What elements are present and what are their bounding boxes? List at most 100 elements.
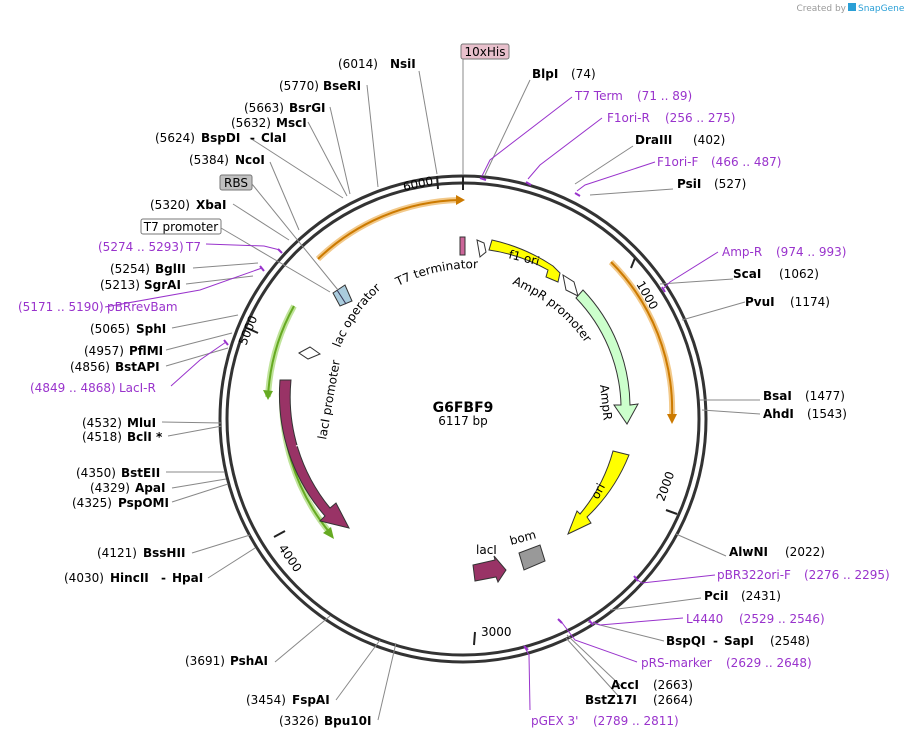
feature-label-10xhis: 10xHis bbox=[465, 45, 506, 59]
primer-range-pbrrevbam: (5171 .. 5190) bbox=[18, 300, 104, 314]
primer-range-pgex3: (2789 .. 2811) bbox=[593, 714, 679, 728]
enzyme-name-scai[interactable]: ScaI bbox=[733, 267, 761, 281]
feature-label-ampr-promoter: AmpR promoter bbox=[511, 274, 595, 345]
enzyme-pos-ahdi: (1543) bbox=[807, 407, 847, 421]
enzyme-name-bsai[interactable]: BsaI bbox=[763, 389, 792, 403]
enzyme-name-bspqi[interactable]: BspQI bbox=[666, 634, 706, 648]
enzyme-name-sapi[interactable]: SapI bbox=[724, 634, 754, 648]
enzyme-name-sphi[interactable]: SphI bbox=[136, 322, 166, 336]
enzyme-name-pspomi[interactable]: PspOMI bbox=[118, 496, 169, 510]
feature-ampr: AmpR bbox=[575, 289, 639, 425]
primer-range-l4440: (2529 .. 2546) bbox=[739, 612, 825, 626]
feature-ampr-promoter-box bbox=[562, 273, 579, 297]
primer-name-f1ori-r[interactable]: F1ori-R bbox=[607, 111, 650, 125]
feature-bom: bom bbox=[508, 527, 546, 571]
feature-label-laci-promoter: lacI promoter bbox=[315, 359, 343, 441]
primer-name-amp-r[interactable]: Amp-R bbox=[722, 245, 762, 259]
enzyme-pos-bsteii: (4350) bbox=[76, 466, 116, 480]
primer-name-t7term[interactable]: T7 Term bbox=[574, 89, 623, 103]
enzyme-pos-pflmi: (4957) bbox=[84, 344, 124, 358]
enzyme-name-msci[interactable]: MscI bbox=[276, 116, 307, 130]
primer-leader-lines bbox=[104, 96, 719, 711]
enzyme-name-bsteii[interactable]: BstEII bbox=[121, 466, 160, 480]
enzyme-name-clai[interactable]: ClaI bbox=[261, 131, 286, 145]
enzyme-pos-fspai: (3454) bbox=[246, 693, 286, 707]
primer-name-laci-r[interactable]: LacI-R bbox=[119, 381, 156, 395]
enzyme-name-blpi[interactable]: BlpI bbox=[532, 67, 558, 81]
enzyme-name-mlui[interactable]: MluI bbox=[127, 416, 156, 430]
enzyme-name-draiii[interactable]: DraIII bbox=[635, 133, 672, 147]
enzyme-pos-mlui: (4532) bbox=[82, 416, 122, 430]
enzyme-name-ncoi[interactable]: NcoI bbox=[235, 153, 265, 167]
enzyme-name-psii[interactable]: PsiI bbox=[677, 177, 701, 191]
enzyme-pos-bspqi: (2548) bbox=[770, 634, 810, 648]
enzyme-pos-acci: (2663) bbox=[653, 678, 693, 692]
enzyme-name-pflmi[interactable]: PflMI bbox=[129, 344, 163, 358]
feature-label-lacI: rop bbox=[294, 431, 310, 452]
feature-label-f1-ori: f1 ori bbox=[507, 247, 541, 268]
enzyme-name-ahdi[interactable]: AhdI bbox=[763, 407, 794, 421]
enzyme-pos-bspdi: (5624) bbox=[155, 131, 195, 145]
primer-range-pbr322ori-f: (2276 .. 2295) bbox=[804, 568, 890, 582]
primer-range-t7: (5274 .. 5293) bbox=[98, 240, 184, 254]
enzyme-name-pvui[interactable]: PvuI bbox=[745, 295, 775, 309]
brand-text: SnapGene bbox=[858, 4, 905, 14]
snapgene-logo-icon bbox=[848, 3, 856, 11]
primer-range-amp-r: (974 .. 993) bbox=[776, 245, 846, 259]
enzyme-name-acci[interactable]: AccI bbox=[611, 678, 639, 692]
enzyme-name-pcii[interactable]: PciI bbox=[704, 589, 729, 603]
enzyme-pos-bsrgi: (5663) bbox=[244, 101, 284, 115]
feature-ori: ori bbox=[567, 450, 630, 535]
enzyme-pos-xbai: (5320) bbox=[150, 198, 190, 212]
enzyme-name-sgrai[interactable]: SgrAI bbox=[144, 278, 181, 292]
primer-name-pbrrevbam[interactable]: pBRrevBam bbox=[107, 300, 178, 314]
primer-name-f1ori-f[interactable]: F1ori-F bbox=[657, 155, 698, 169]
feature-label-rop: lacI bbox=[476, 543, 497, 557]
enzyme-pos-pvui: (1174) bbox=[790, 295, 830, 309]
enzyme-pos-bsshii: (4121) bbox=[97, 546, 137, 560]
feature-rbs[interactable]: RBS bbox=[219, 174, 339, 291]
enzyme-pos-alwni: (2022) bbox=[785, 545, 825, 559]
feature-label-t7-promoter: T7 promoter bbox=[143, 220, 219, 234]
enzyme-name-bstz17i[interactable]: BstZ17I bbox=[585, 693, 637, 707]
enzyme-name-bseri[interactable]: BseRI bbox=[323, 79, 361, 93]
feature-label-rbs: RBS bbox=[224, 176, 248, 190]
primer-name-t7[interactable]: T7 bbox=[185, 240, 201, 254]
enzyme-name-hpai[interactable]: HpaI bbox=[172, 571, 203, 585]
feature-10xhis[interactable]: 10xHis bbox=[460, 43, 510, 175]
tick-label-3000: 3000 bbox=[481, 625, 512, 639]
enzyme-name-bglii[interactable]: BglII bbox=[155, 262, 186, 276]
feature-t7-terminator-box bbox=[459, 236, 487, 258]
feature-label-t7-terminator: T7 terminator bbox=[392, 257, 478, 289]
enzyme-name-bspdi[interactable]: BspDI bbox=[201, 131, 240, 145]
primer-name-prs-marker[interactable]: pRS-marker bbox=[641, 656, 712, 670]
enzyme-pos-bsai: (1477) bbox=[805, 389, 845, 403]
primer-name-l4440[interactable]: L4440 bbox=[686, 612, 723, 626]
feature-t7-promoter[interactable]: T7 promoter bbox=[140, 218, 331, 293]
enzyme-name-xbai[interactable]: XbaI bbox=[196, 198, 226, 212]
enzyme-name-fspai[interactable]: FspAI bbox=[292, 693, 330, 707]
enzyme-name-apai[interactable]: ApaI bbox=[135, 481, 165, 495]
primer-name-pgex3[interactable]: pGEX 3' bbox=[531, 714, 578, 728]
enzyme-name-alwni[interactable]: AlwNI bbox=[729, 545, 768, 559]
enzyme-pos-pshai: (3691) bbox=[185, 654, 225, 668]
enzyme-pos-bstapi: (4856) bbox=[70, 360, 110, 374]
enzyme-name-pshai[interactable]: PshAI bbox=[230, 654, 268, 668]
enzyme-pos-sphi: (5065) bbox=[90, 322, 130, 336]
enzyme-name-bsrgi[interactable]: BsrGI bbox=[289, 101, 326, 115]
enzyme-name-bpu10i[interactable]: Bpu10I bbox=[324, 714, 371, 728]
enzyme-pos-psii: (527) bbox=[714, 177, 746, 191]
enzyme-name-bsshii[interactable]: BssHII bbox=[143, 546, 185, 560]
feature-label-ampr: AmpR bbox=[597, 384, 615, 421]
primer-name-pbr322ori-f[interactable]: pBR322ori-F bbox=[717, 568, 791, 582]
enzyme-name-bcli[interactable]: BclI * bbox=[127, 430, 163, 444]
enzyme-name-nsii[interactable]: NsiI bbox=[390, 57, 416, 71]
feature-f1-ori: f1 ori bbox=[488, 239, 561, 283]
feature-rop: lacI bbox=[472, 543, 507, 584]
enzyme-pos-sgrai: (5213) bbox=[100, 278, 140, 292]
enzyme-name-hincii[interactable]: HincII bbox=[110, 571, 149, 585]
tick-marks bbox=[246, 175, 678, 646]
enzyme-name-bstapi[interactable]: BstAPI bbox=[115, 360, 160, 374]
enzyme-pos-scai: (1062) bbox=[779, 267, 819, 281]
